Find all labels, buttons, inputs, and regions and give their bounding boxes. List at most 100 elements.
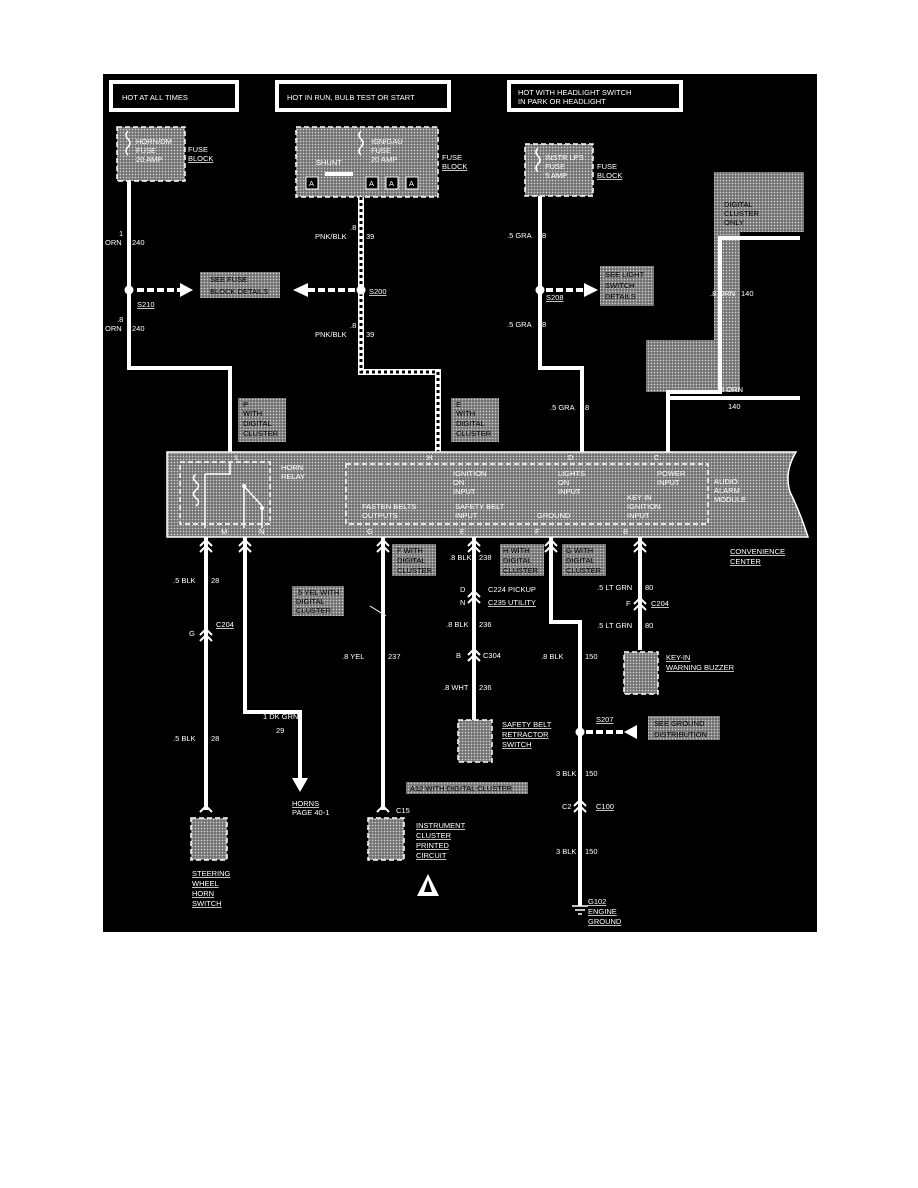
wire-label: ORN — [105, 324, 122, 333]
ref-text: SEE FUSE — [210, 275, 247, 284]
fuse-label: 5 AMP — [545, 171, 567, 180]
ref-see-ground[interactable]: SEE GROUND DISTRIBUTION — [648, 716, 720, 740]
wire-label: PNK/BLK — [315, 232, 347, 241]
wire-label: .8 ORN — [718, 385, 743, 394]
fuse-block-label: FUSE — [597, 162, 617, 171]
splice-label: S207 — [596, 715, 614, 724]
wire-label: 150 — [585, 847, 598, 856]
splice-label: S200 — [369, 287, 387, 296]
component-label: PRINTED — [416, 841, 450, 850]
leader-line — [369, 605, 387, 617]
ref-see-fuse-block[interactable]: SEE FUSE BLOCK DETAILS — [200, 272, 280, 298]
module-output-label: GROUND — [537, 511, 571, 520]
wire-label: 237 — [388, 652, 401, 661]
ref-text: SWITCH — [605, 281, 635, 290]
header-text: IN PARK OR HEADLIGHT — [518, 97, 606, 106]
fuse-label: FUSE — [136, 146, 156, 155]
module-input-label: INPUT — [558, 487, 581, 496]
wire-label: 150 — [585, 652, 598, 661]
note-text: WITH — [243, 409, 262, 418]
connector-pin: G — [189, 629, 195, 638]
header-hot-at-all-times: HOT AT ALL TIMES — [109, 80, 239, 112]
wire-label: 240 — [132, 238, 145, 247]
fuse-label: 20 AMP — [371, 155, 397, 164]
wire-label: .5 BLK — [173, 734, 196, 743]
pin-letter: H — [427, 453, 432, 462]
note-text: DIGITAL — [566, 556, 595, 565]
horn-relay-label: HORN — [281, 463, 303, 472]
wire-label: .8 — [117, 315, 123, 324]
wire-label: .5 GRA — [550, 403, 575, 412]
note-text: CLUSTER — [397, 566, 433, 575]
ref-see-light-switch[interactable]: SEE LIGHT SWITCH DETAILS — [600, 266, 654, 306]
connector-pin: C2 — [562, 802, 572, 811]
note-text: .5 YEL WITH — [296, 588, 339, 597]
wire-label: 3 BLK — [556, 847, 576, 856]
wire-label: 28 — [211, 576, 219, 585]
wire-label: 236 — [479, 620, 492, 629]
wire-label: .8 — [350, 321, 356, 330]
fuse-block-label: BLOCK — [188, 154, 213, 163]
header-text: HOT IN RUN, BULB TEST OR START — [287, 93, 415, 102]
wire-label: 240 — [132, 324, 145, 333]
component-label: WARNING BUZZER — [666, 663, 735, 672]
component-label: KEY-IN — [666, 653, 690, 662]
splice-s200: S200 — [293, 283, 387, 297]
wire-label: .8 ORN — [710, 289, 735, 298]
wire-label: 1 DK GRN — [263, 712, 298, 721]
module-output-label: SAFETY BELT — [455, 502, 505, 511]
note-text: DIGITAL — [397, 556, 426, 565]
module-title: ALARM — [714, 486, 740, 495]
note-text: E — [456, 400, 461, 409]
wire-label: 236 — [479, 683, 492, 692]
convenience-center — [166, 451, 810, 538]
shunt-label: SHUNT — [316, 158, 342, 167]
fuse-ign-gau: IGN/GAU FUSE 20 AMP SHUNT A A A A — [295, 126, 439, 198]
connector-pin: N — [460, 598, 465, 607]
module-output-label: IGNITION — [627, 502, 660, 511]
ref-text: DETAILS — [605, 292, 636, 301]
component-label: STEERING — [192, 869, 231, 878]
note-text: DIGITAL — [456, 419, 485, 428]
module-output-label: FASTEN BELTS — [362, 502, 416, 511]
module-input-label: INPUT — [453, 487, 476, 496]
wire-label: 8 — [542, 320, 546, 329]
module-output-label: INPUT — [455, 511, 478, 520]
module-title: MODULE — [714, 495, 746, 504]
pin-label: A — [309, 179, 314, 188]
wire-label: 80 — [645, 583, 653, 592]
wire-label: PNK/BLK — [315, 330, 347, 339]
note-f-with-digital: F WITH DIGITAL CLUSTER — [392, 544, 436, 576]
component-label: ENGINE — [588, 907, 617, 916]
component-label: INSTRUMENT — [416, 821, 466, 830]
pin-letter: N — [259, 527, 264, 536]
note-text: ONLY — [724, 218, 744, 227]
note-text: F WITH — [397, 546, 423, 555]
component-horns-ref[interactable]: HORNS PAGE 40-1 — [292, 799, 329, 817]
connector-label: C304 — [483, 651, 501, 660]
wire-label: 140 — [741, 289, 754, 298]
wire-label: .5 LT GRN — [597, 621, 632, 630]
wire-label: .5 GRA — [507, 231, 532, 240]
component-key-in-buzzer: KEY-IN WARNING BUZZER — [623, 651, 735, 695]
note-p-with-digital: P WITH DIGITAL CLUSTER — [238, 398, 286, 442]
header-hot-in-run: HOT IN RUN, BULB TEST OR START — [275, 80, 451, 112]
pin-letter: C — [654, 453, 660, 462]
fuse-label: FUSE — [545, 162, 565, 171]
connector-pin: B — [456, 651, 461, 660]
horn-relay-label: RELAY — [281, 472, 305, 481]
note-text: A12 WITH DIGITAL CLUSTER — [410, 784, 513, 793]
fuse-block-label: BLOCK — [442, 162, 467, 171]
note-text: CLUSTER — [566, 566, 602, 575]
fuse-label: IGN/GAU — [371, 137, 403, 146]
connector-chevrons — [199, 538, 647, 813]
wire-label: 150 — [585, 769, 598, 778]
note-text: CLUSTER — [296, 606, 332, 615]
header-text: HOT AT ALL TIMES — [122, 93, 188, 102]
wire-ign-feed — [358, 197, 441, 458]
wire-label: 3 BLK — [556, 769, 576, 778]
component-label: G102 — [588, 897, 606, 906]
note-text: H WITH — [503, 546, 530, 555]
module-input-label: INPUT — [657, 478, 680, 487]
wire-label: 39 — [366, 330, 374, 339]
